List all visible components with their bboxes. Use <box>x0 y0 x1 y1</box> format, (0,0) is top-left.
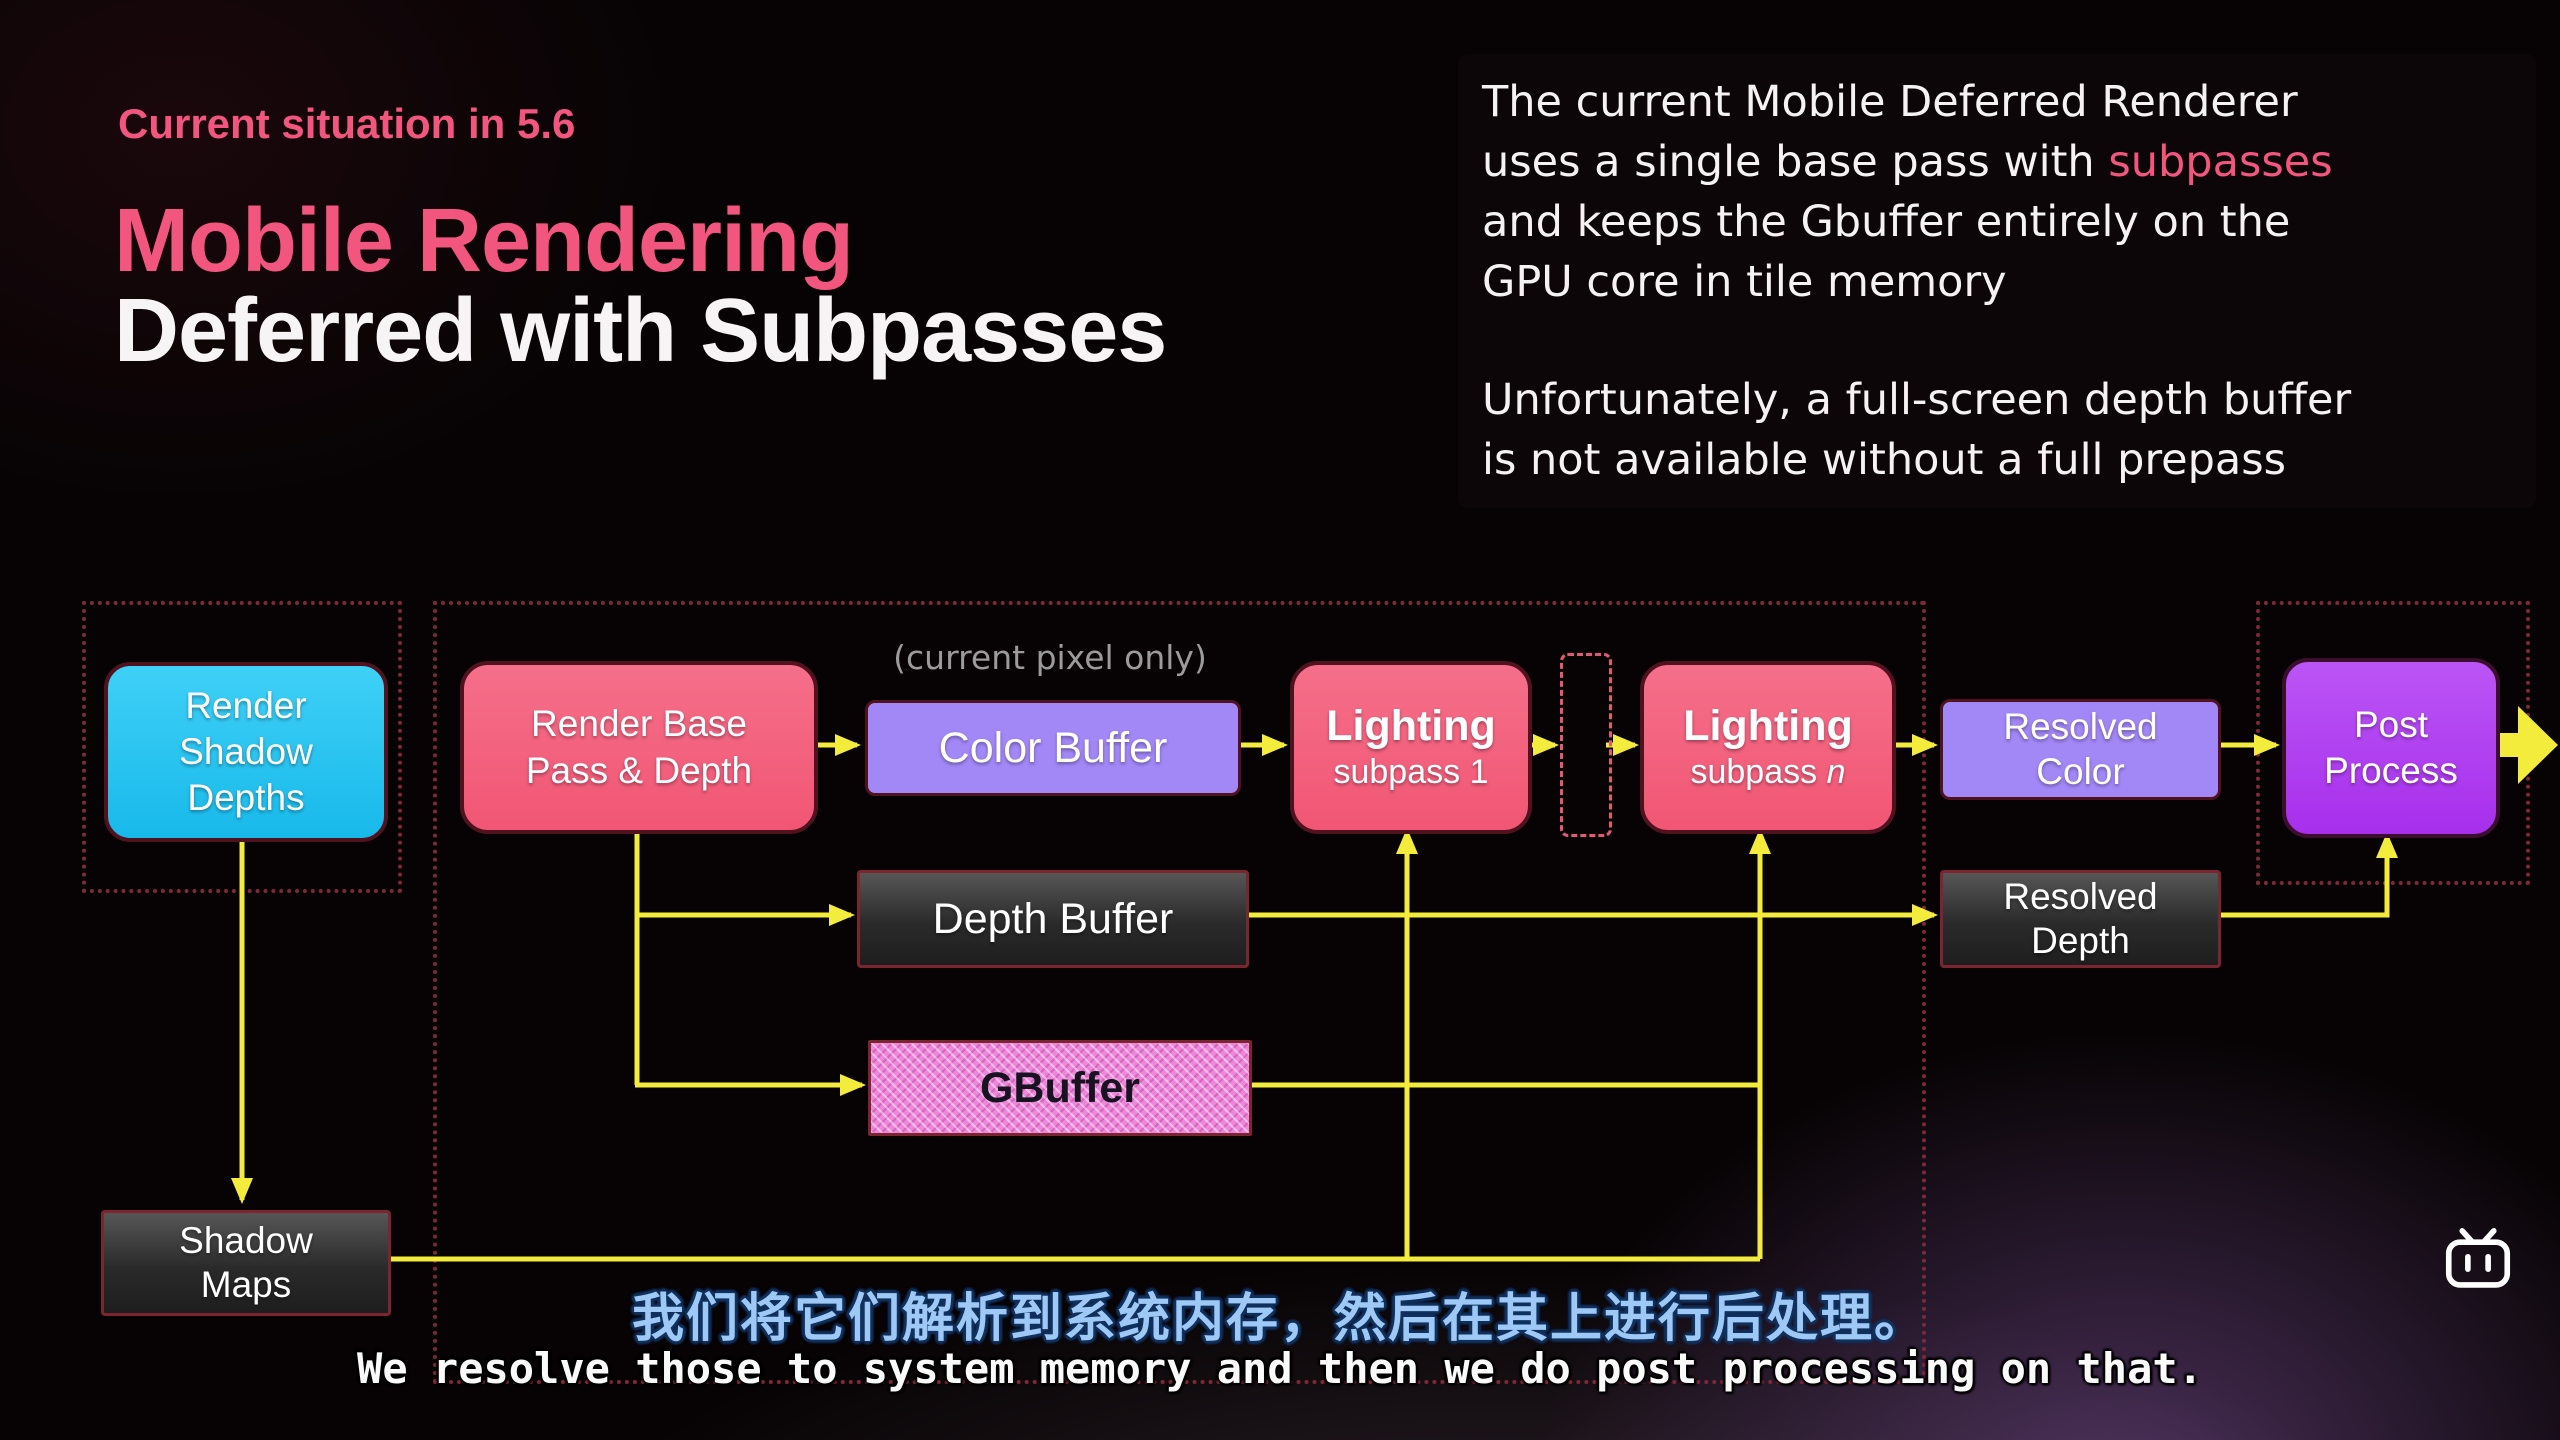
slide-title-line1: Mobile Rendering <box>114 191 854 291</box>
arrow-resolveddepth-to-postprocess <box>2215 832 2398 918</box>
node-color-buffer: Color Buffer <box>865 700 1241 796</box>
current-pixel-only-label: (current pixel only) <box>893 638 1207 677</box>
node-resolved-depth: Resolved Depth <box>1940 870 2221 968</box>
intro-line: GPU core in tile memory <box>1482 257 2007 307</box>
highlight-text: subpasses <box>2108 137 2333 187</box>
node-shadow-maps: Shadow Maps <box>101 1210 391 1316</box>
intro-panel: The current Mobile Deferred Renderer uses… <box>1458 54 2536 508</box>
node-gbuffer: GBuffer <box>868 1040 1252 1136</box>
intro-line: Unfortunately, a full-screen depth buffe… <box>1482 375 2352 425</box>
node-depth-buffer: Depth Buffer <box>857 870 1249 968</box>
node-render-base-pass: Render Base Pass & Depth <box>460 661 818 834</box>
node-render-shadow-depths: Render Shadow Depths <box>104 662 388 842</box>
node-post-process: Post Process <box>2282 658 2500 838</box>
slide-title-line2: Deferred with Subpasses <box>114 281 1167 381</box>
intro-line: uses a single base pass with subpasses <box>1482 137 2333 187</box>
intro-line: and keeps the Gbuffer entirely on the <box>1482 197 2291 247</box>
node-resolved-color: Resolved Color <box>1940 699 2221 800</box>
ellipsis-subpasses-placeholder <box>1560 653 1612 837</box>
output-arrow-icon <box>2490 706 2558 784</box>
intro-line: The current Mobile Deferred Renderer <box>1482 77 2298 127</box>
slide-kicker: Current situation in 5.6 <box>118 100 576 147</box>
intro-line: is not available without a full prepass <box>1482 435 2287 485</box>
intro-paragraph-1: The current Mobile Deferred Renderer uses… <box>1482 72 2512 312</box>
base-pass-group-frame <box>433 601 1926 1384</box>
intro-paragraph-2: Unfortunately, a full-screen depth buffe… <box>1482 370 2512 490</box>
subtitle-chinese: 我们将它们解析到系统内存，然后在其上进行后处理。 <box>631 1289 1928 1349</box>
tv-icon <box>2442 1226 2514 1297</box>
subtitle-english: We resolve those to system memory and th… <box>357 1344 2203 1393</box>
